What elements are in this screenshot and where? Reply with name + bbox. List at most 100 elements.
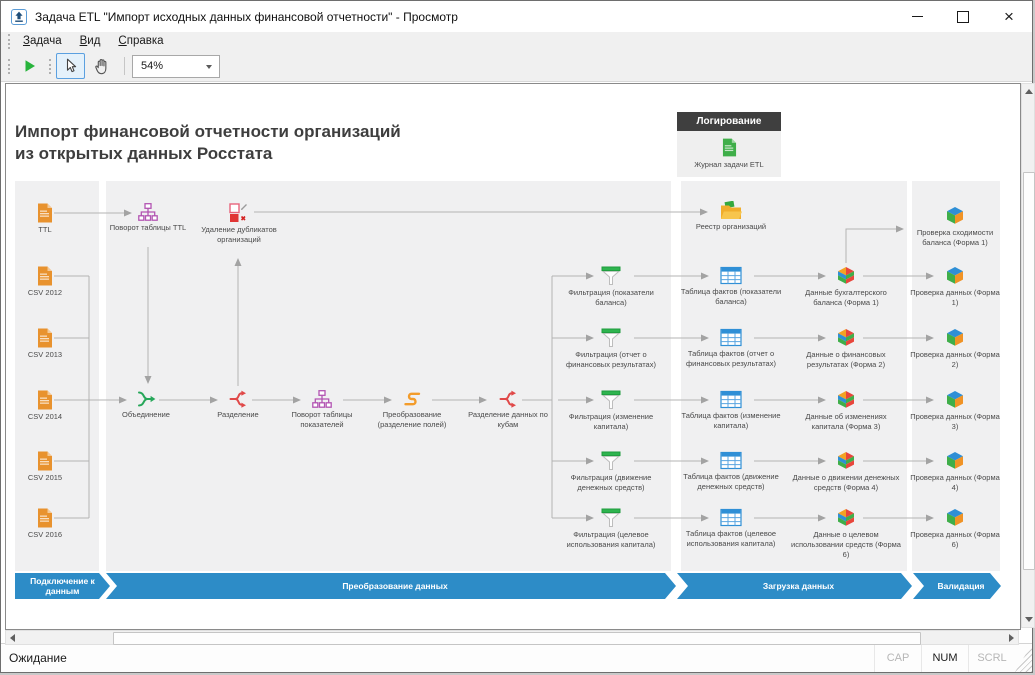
node-filter-balance[interactable]: Фильтрация (показатели баланса) xyxy=(559,266,663,308)
node-check-data-form2[interactable]: Проверка данных (Форма 2) xyxy=(910,328,1000,370)
toolbar-grip-1[interactable] xyxy=(8,58,10,74)
dedup-icon xyxy=(229,203,249,223)
funnel-icon xyxy=(600,328,622,348)
node-filter-cash-flow[interactable]: Фильтрация (движение денежных средств) xyxy=(558,451,664,493)
stage-band-load: Загрузка данных xyxy=(677,573,912,599)
table-icon xyxy=(720,266,742,285)
node-csv-2014[interactable]: CSV 2014 xyxy=(10,390,80,422)
cube-icon xyxy=(836,390,856,410)
node-organization-registry[interactable]: Реестр организаций xyxy=(681,201,781,232)
cube-icon xyxy=(945,266,965,286)
vertical-scrollbar[interactable] xyxy=(1021,83,1035,628)
node-csv-2016[interactable]: CSV 2016 xyxy=(10,508,80,540)
node-cube-capital-change-form3[interactable]: Данные об изменениях капитала (Форма 3) xyxy=(792,390,900,432)
select-tool-button[interactable] xyxy=(56,53,85,79)
caps-lock-indicator: CAP xyxy=(874,644,921,672)
node-fact-table-target-use[interactable]: Таблица фактов (целевое использования ка… xyxy=(679,508,783,549)
node-fact-table-capital-change[interactable]: Таблица фактов (изменение капитала) xyxy=(680,390,782,431)
toolbar-separator xyxy=(124,57,125,75)
funnel-icon xyxy=(600,451,622,471)
node-pivot-ttl[interactable]: Поворот таблицы TTL xyxy=(104,203,192,233)
pan-tool-button[interactable] xyxy=(87,53,116,79)
node-check-balance-convergence[interactable]: Проверка сходимости баланса (Форма 1) xyxy=(906,206,1004,248)
cursor-icon xyxy=(63,58,79,74)
node-check-data-form3[interactable]: Проверка данных (Форма 3) xyxy=(910,390,1000,432)
merge-icon xyxy=(136,390,156,408)
file-icon xyxy=(37,266,53,286)
node-cube-cash-flow-form4[interactable]: Данные о движении денежных средств (Форм… xyxy=(790,451,902,493)
scroll-down-icon[interactable] xyxy=(1025,617,1033,622)
node-check-data-form6[interactable]: Проверка данных (Форма 6) xyxy=(910,508,1000,550)
toolbar: 54% xyxy=(1,51,1032,82)
workspace: Импорт финансовой отчетности организаций… xyxy=(1,82,1035,645)
node-etl-journal[interactable]: Журнал задачи ETL xyxy=(677,131,781,177)
menu-help[interactable]: Справка xyxy=(118,35,164,47)
split-icon xyxy=(228,390,248,408)
node-cube-financial-results-form2[interactable]: Данные о финансовых результатах (Форма 2… xyxy=(792,328,900,370)
node-csv-2013[interactable]: CSV 2013 xyxy=(10,328,80,360)
node-fact-table-balance[interactable]: Таблица фактов (показатели баланса) xyxy=(680,266,782,307)
cube-icon xyxy=(836,266,856,286)
node-check-data-form1[interactable]: Проверка данных (Форма 1) xyxy=(910,266,1000,308)
node-transform-fields[interactable]: Преобразование (разделение полей) xyxy=(362,390,462,430)
file-icon xyxy=(37,508,53,528)
scroll-lock-indicator: SCRL xyxy=(968,644,1015,672)
minimize-button[interactable] xyxy=(894,1,940,32)
title-bar: Задача ETL "Импорт исходных данных финан… xyxy=(1,1,1032,32)
chevron-down-icon xyxy=(206,64,212,72)
close-button[interactable]: × xyxy=(986,1,1032,32)
file-icon xyxy=(37,328,53,348)
app-icon xyxy=(11,9,27,25)
node-csv-2012[interactable]: CSV 2012 xyxy=(10,266,80,298)
cube-icon xyxy=(945,390,965,410)
node-cube-balance-form1[interactable]: Данные бухгалтерского баланса (Форма 1) xyxy=(792,266,900,308)
menu-bar: Задача Вид Справка xyxy=(1,32,1032,51)
node-ttl[interactable]: TTL xyxy=(10,203,80,235)
node-fact-table-cash-flow[interactable]: Таблица фактов (движение денежных средст… xyxy=(679,451,783,492)
pivot-icon xyxy=(312,390,332,408)
menu-view[interactable]: Вид xyxy=(79,35,101,47)
status-text: Ожидание xyxy=(9,651,67,665)
menu-grip[interactable] xyxy=(8,34,10,49)
node-fact-table-financial-results[interactable]: Таблица фактов (отчет о финансовых резул… xyxy=(679,328,783,369)
panel-validation xyxy=(912,181,1000,571)
node-filter-financial-results[interactable]: Фильтрация (отчет о финансовых результат… xyxy=(558,328,664,370)
file-icon xyxy=(37,390,53,410)
cube-icon xyxy=(945,328,965,348)
maximize-button[interactable] xyxy=(940,1,986,32)
toolbar-grip-2[interactable] xyxy=(49,58,51,74)
table-icon xyxy=(720,508,742,527)
node-merge[interactable]: Объединение xyxy=(101,390,191,420)
horizontal-scrollbar[interactable] xyxy=(5,630,1019,645)
funnel-icon xyxy=(600,390,622,410)
horizontal-scrollbar-thumb[interactable] xyxy=(113,632,921,645)
node-split-by-cubes[interactable]: Разделение данных по кубам xyxy=(462,390,554,430)
node-check-data-form4[interactable]: Проверка данных (Форма 4) xyxy=(910,451,1000,493)
diagram-title: Импорт финансовой отчетности организаций… xyxy=(15,122,401,164)
node-cube-target-use-form6[interactable]: Данные о целевом использовании средств (… xyxy=(791,508,901,559)
scroll-up-icon[interactable] xyxy=(1025,89,1033,94)
scroll-right-icon[interactable] xyxy=(1009,634,1014,642)
file-icon xyxy=(37,451,53,471)
menu-task[interactable]: Задача xyxy=(23,35,62,47)
vertical-scrollbar-thumb[interactable] xyxy=(1023,172,1035,570)
zoom-combobox[interactable]: 54% xyxy=(132,54,220,78)
node-filter-capital-change[interactable]: Фильтрация (изменение капитала) xyxy=(559,390,663,432)
cube-icon xyxy=(945,508,965,528)
node-dedup-organizations[interactable]: Удаление дубликатов организаций xyxy=(199,203,279,245)
scroll-left-icon[interactable] xyxy=(10,634,15,642)
logging-group: Логирование Журнал задачи ETL xyxy=(677,112,781,177)
resize-grip[interactable] xyxy=(1015,644,1032,672)
table-icon xyxy=(720,390,742,409)
run-button[interactable] xyxy=(15,53,44,79)
diagram-canvas[interactable]: Импорт финансовой отчетности организаций… xyxy=(5,83,1021,630)
node-split[interactable]: Разделение xyxy=(198,390,278,420)
node-csv-2015[interactable]: CSV 2015 xyxy=(10,451,80,483)
funnel-icon xyxy=(600,508,622,528)
close-icon: × xyxy=(1004,7,1014,26)
node-pivot-indicators[interactable]: Поворот таблицы показателей xyxy=(278,390,366,430)
node-filter-target-use[interactable]: Фильтрация (целевое использования капита… xyxy=(556,508,666,550)
cube-icon xyxy=(945,451,965,471)
maximize-icon xyxy=(957,10,969,23)
